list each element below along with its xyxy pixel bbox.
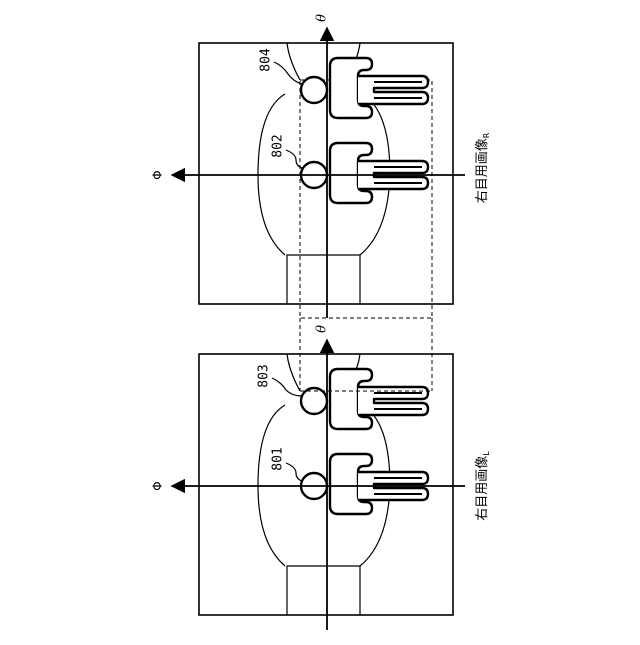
label-802: 802 xyxy=(271,134,286,157)
bottom-theta-label: θ xyxy=(315,325,330,333)
bottom-caption: 右目用画像L xyxy=(475,451,491,521)
bottom-lower-person xyxy=(301,454,428,514)
label-801: 801 xyxy=(271,447,286,470)
bottom-background-line xyxy=(287,354,300,391)
label-801-leader xyxy=(286,463,302,481)
top-phi-label: Φ xyxy=(151,170,165,179)
top-upper-person xyxy=(301,58,428,118)
top-panel: θ Φ 804 802 右目用画像R xyxy=(151,14,491,318)
top-caption-sub: R xyxy=(482,132,491,138)
top-caption: 右目用画像R xyxy=(475,132,491,203)
label-803: 803 xyxy=(257,364,272,387)
label-804: 804 xyxy=(259,48,274,72)
bottom-panel: θ Φ 803 801 右目用画像L xyxy=(151,325,491,630)
bottom-background-pillar xyxy=(287,566,360,615)
bottom-upper-person xyxy=(301,369,428,429)
top-caption-main: 右目用画像 xyxy=(475,138,490,203)
label-804-leader xyxy=(274,62,302,84)
bottom-caption-main: 右目用画像 xyxy=(475,456,490,521)
top-theta-label: θ xyxy=(315,14,330,22)
top-background-pillar xyxy=(287,255,360,304)
bottom-phi-label: Φ xyxy=(151,481,165,490)
bottom-caption-sub: L xyxy=(482,451,491,456)
top-lower-person xyxy=(301,143,428,203)
